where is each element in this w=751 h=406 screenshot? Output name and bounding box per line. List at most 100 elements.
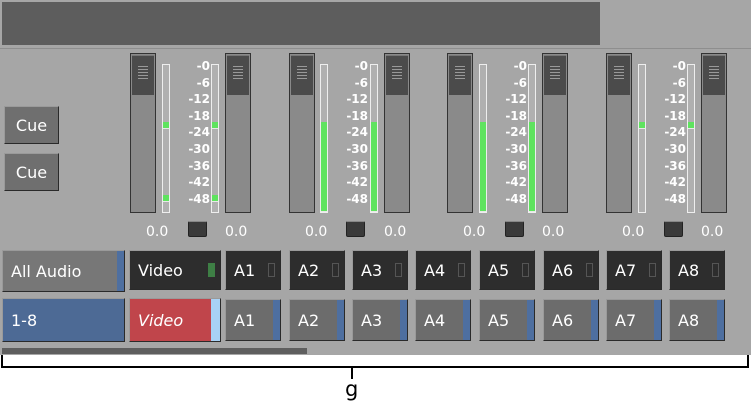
meter-value-left: 0.0 (305, 224, 328, 240)
select-a8-label: A8 (678, 310, 700, 330)
scale-label: -48 (664, 191, 686, 206)
fader-right[interactable] (701, 53, 727, 213)
range-1-8-button[interactable]: 1-8 (2, 298, 125, 342)
monitor-a5-toggle[interactable]: A5 (479, 250, 535, 290)
meter-reset-button[interactable] (505, 221, 524, 237)
cue-button-2[interactable]: Cue (4, 153, 59, 191)
cue-button-1[interactable]: Cue (4, 106, 59, 144)
scale-label: -36 (188, 158, 210, 173)
scale-label: -48 (346, 191, 368, 206)
meter-segment (371, 122, 377, 212)
scale-label: -18 (664, 108, 686, 123)
monitor-a4-label: A4 (424, 260, 446, 280)
fader-knob[interactable] (449, 55, 471, 95)
monitor-a3-toggle[interactable]: A3 (352, 250, 408, 290)
scale-label: -36 (346, 158, 368, 173)
scale-label: -6 (672, 75, 686, 90)
fader-knob[interactable] (544, 55, 566, 95)
fader-knob[interactable] (703, 55, 725, 95)
callout-label: g (345, 377, 359, 401)
fader-right[interactable] (225, 53, 251, 213)
scale-label: -36 (505, 158, 527, 173)
meter-value-right: 0.0 (384, 224, 407, 240)
fader-left[interactable] (447, 53, 473, 213)
scale-label: -12 (664, 92, 686, 107)
monitor-video-toggle[interactable]: Video (129, 250, 221, 290)
fader-left[interactable] (130, 53, 156, 213)
select-a2-label: A2 (298, 310, 320, 330)
fader-right[interactable] (384, 53, 410, 213)
select-a6-button[interactable]: A6 (543, 299, 599, 341)
monitor-a2-label: A2 (298, 260, 320, 280)
selected-indicator (591, 300, 598, 340)
callout-tick (351, 367, 353, 379)
all-audio-label: All Audio (11, 261, 82, 281)
selected-indicator (273, 300, 280, 340)
monitor-indicator (458, 263, 465, 277)
selected-indicator (717, 300, 724, 340)
selected-indicator (463, 300, 470, 340)
monitor-a6-label: A6 (552, 260, 574, 280)
monitor-indicator (208, 263, 215, 277)
fader-knob[interactable] (386, 55, 408, 95)
level-scale: -0-6-12-18-24-30-36-42-48 (477, 58, 527, 207)
selected-indicator (117, 251, 124, 291)
fader-knob[interactable] (227, 55, 249, 95)
meter-segment (639, 122, 645, 129)
select-a5-button[interactable]: A5 (479, 299, 535, 341)
monitor-a6-toggle[interactable]: A6 (543, 250, 599, 290)
scale-label: -36 (664, 158, 686, 173)
scale-label: -0 (354, 59, 368, 73)
select-a2-button[interactable]: A2 (289, 299, 345, 341)
monitor-video-label: Video (138, 260, 183, 280)
select-video-button[interactable]: Video (129, 298, 221, 342)
scale-label: -30 (664, 141, 686, 156)
monitor-a8-toggle[interactable]: A8 (669, 250, 725, 290)
select-a8-button[interactable]: A8 (669, 299, 725, 341)
monitor-indicator (332, 263, 339, 277)
monitor-a8-label: A8 (678, 260, 700, 280)
meter-reset-button[interactable] (346, 221, 365, 237)
scale-label: -48 (505, 191, 527, 206)
horizontal-scrollbar[interactable] (2, 348, 307, 354)
scale-label: -6 (354, 75, 368, 90)
fader-left[interactable] (606, 53, 632, 213)
monitor-a2-toggle[interactable]: A2 (289, 250, 345, 290)
select-a3-button[interactable]: A3 (352, 299, 408, 341)
select-a4-label: A4 (424, 310, 446, 330)
meter-value-left: 0.0 (463, 224, 486, 240)
scale-label: -30 (346, 141, 368, 156)
scale-label: -0 (672, 59, 686, 73)
monitor-a1-toggle[interactable]: A1 (225, 250, 281, 290)
monitor-indicator (649, 263, 656, 277)
select-a4-button[interactable]: A4 (415, 299, 471, 341)
select-a3-label: A3 (361, 310, 383, 330)
fader-left[interactable] (289, 53, 315, 213)
select-a1-button[interactable]: A1 (225, 299, 281, 341)
monitor-indicator (522, 263, 529, 277)
meter-value-left: 0.0 (146, 224, 169, 240)
fader-knob[interactable] (608, 55, 630, 95)
scale-label: -24 (346, 125, 368, 140)
fader-knob[interactable] (291, 55, 313, 95)
divider (0, 48, 751, 49)
scale-label: -0 (513, 59, 527, 73)
fader-right[interactable] (542, 53, 568, 213)
scale-label: -6 (196, 75, 210, 90)
meter-reset-button[interactable] (188, 221, 207, 237)
scale-label: -0 (196, 59, 210, 73)
meter-reset-button[interactable] (664, 221, 683, 237)
scale-label: -48 (188, 191, 210, 206)
all-audio-button[interactable]: All Audio (2, 250, 125, 292)
monitor-a7-toggle[interactable]: A7 (606, 250, 662, 290)
fader-knob[interactable] (132, 55, 154, 95)
select-a7-button[interactable]: A7 (606, 299, 662, 341)
scale-label: -12 (505, 92, 527, 107)
callout-bracket (1, 355, 749, 368)
monitor-a4-toggle[interactable]: A4 (415, 250, 471, 290)
selected-indicator (400, 300, 407, 340)
scale-label: -24 (505, 125, 527, 140)
meter-segment (163, 122, 169, 129)
level-meter-right (211, 64, 219, 213)
level-meter-right (687, 64, 695, 213)
